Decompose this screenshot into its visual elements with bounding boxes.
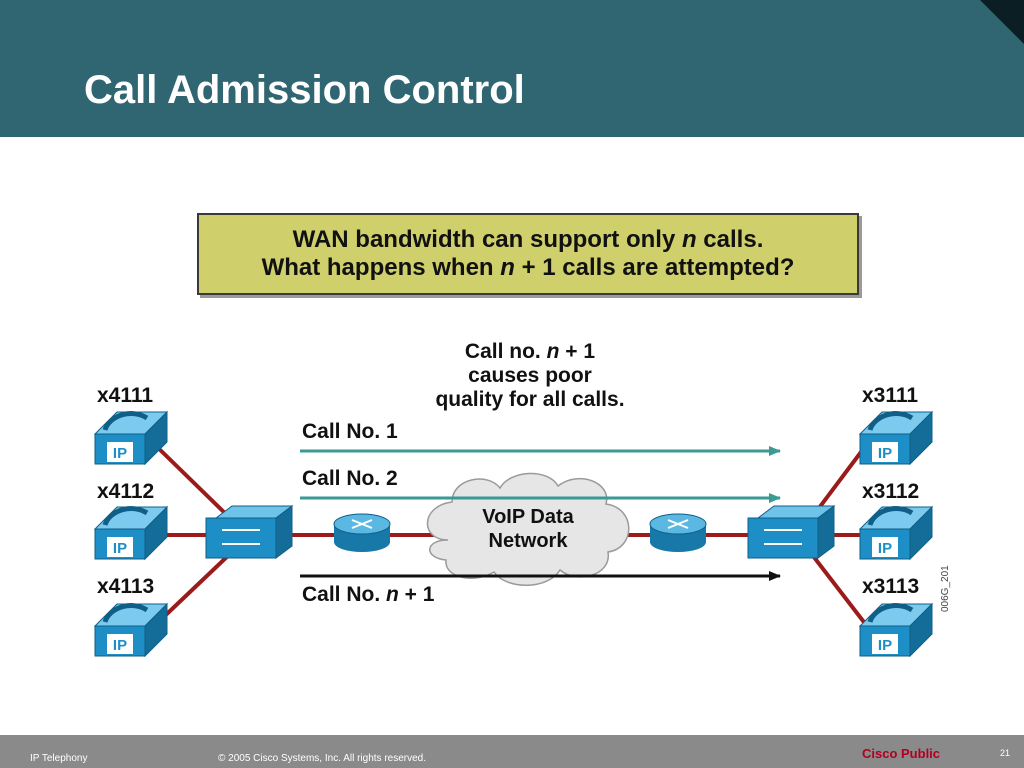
svg-text:IP: IP — [113, 540, 127, 557]
extension-label: x4111 — [97, 384, 154, 407]
cloud-label-line-1: VoIP Data — [482, 506, 574, 528]
call-label: Call No. 2 — [302, 467, 398, 490]
svg-text:IP: IP — [878, 445, 892, 462]
call-label: Call No. 1 — [302, 420, 398, 443]
call-label: Call No. n + 1 — [302, 583, 435, 606]
svg-text:IP: IP — [878, 540, 892, 557]
footer-section: IP Telephony — [30, 753, 88, 764]
extension-label: x4112 — [97, 480, 155, 503]
voip-cloud-icon — [426, 472, 630, 586]
slide-title: Call Admission Control — [84, 68, 525, 112]
router-icon — [333, 513, 391, 552]
extension-label: x3111 — [862, 384, 919, 407]
call-arrows — [300, 446, 781, 581]
quality-note: Call no. n + 1 causes poor quality for a… — [410, 340, 650, 412]
cloud-label-line-2: Network — [488, 530, 568, 552]
ip-phone-icon: IP — [858, 410, 934, 466]
extension-label: x4113 — [97, 575, 155, 598]
question-box: WAN bandwidth can support only n calls. … — [197, 213, 859, 295]
svg-text:IP: IP — [113, 637, 127, 654]
question-line-1: WAN bandwidth can support only n calls. — [292, 226, 764, 253]
footer-bar: IP Telephony © 2005 Cisco Systems, Inc. … — [0, 735, 1024, 768]
title-bar: Call Admission Control — [0, 0, 1024, 137]
footer-classification: Cisco Public — [862, 746, 941, 761]
router-icon — [649, 513, 707, 552]
ip-phone-icon: IP — [858, 505, 934, 561]
corner-decoration — [980, 0, 1024, 44]
question-line-2: What happens when n + 1 calls are attemp… — [261, 254, 795, 281]
switch-icon — [205, 505, 294, 559]
svg-text:IP: IP — [113, 445, 127, 462]
switch-icon — [747, 505, 836, 559]
note-line-3: quality for all calls. — [435, 388, 625, 411]
ip-phone-icon: IP — [93, 505, 169, 561]
note-line-2: causes poor — [468, 364, 592, 387]
figure-id: 006G_201 — [940, 565, 951, 612]
svg-text:IP: IP — [878, 637, 892, 654]
ip-phone-icon: IP — [93, 602, 169, 658]
footer-copyright: © 2005 Cisco Systems, Inc. All rights re… — [218, 753, 427, 764]
extension-label: x3113 — [862, 575, 920, 598]
cloud-label: VoIP Data Network — [448, 505, 608, 553]
page-number: 21 — [1000, 748, 1011, 758]
extension-label: x3112 — [862, 480, 920, 503]
ip-phone-icon: IP — [858, 602, 934, 658]
note-line-1: Call no. n + 1 — [464, 340, 596, 363]
ip-phone-icon: IP — [93, 410, 169, 466]
